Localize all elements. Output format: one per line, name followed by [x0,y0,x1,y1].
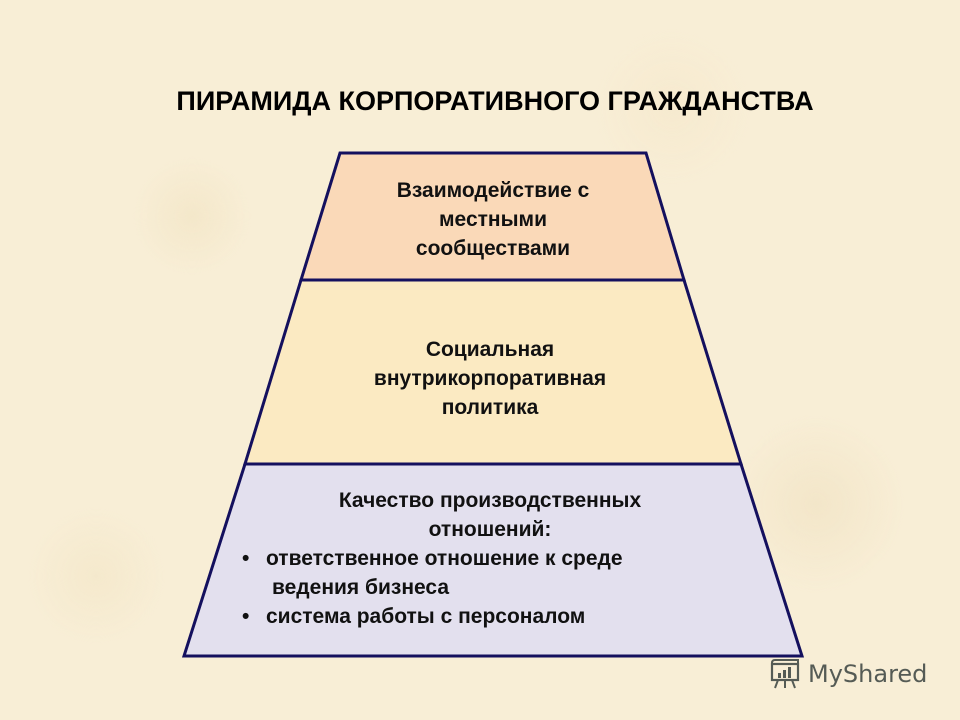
bullet-item: • система работы с персоналом [242,602,780,631]
bullet-text: система работы с персоналом [266,605,586,628]
tier-top-text: Взаимодействие с местными сообществами [340,176,646,263]
bullet-item: • ответственное отношение к среде ведени… [242,544,780,602]
tier-middle-line: Социальная [425,338,555,361]
tier-bottom-shape [181,462,805,658]
tier-middle-line: политика [441,396,539,419]
tier-top-line: Взаимодействие с [396,179,590,202]
tier-top-line: сообществами [415,237,571,260]
tier-bottom-heading: отношений: [428,518,552,541]
bullet-icon: • [242,605,250,628]
watermark-text: MyShared [808,660,928,688]
diagram-title: ПИРАМИДА КОРПОРАТИВНОГО ГРАЖДАНСТВА [176,86,814,116]
bullet-text-continued: ведения бизнеса [272,576,450,599]
tier-middle-line: внутрикорпоративная [373,367,607,390]
bullet-icon: • [242,547,250,570]
tier-bottom-bullet-list: • ответственное отношение к среде ведени… [242,544,780,631]
presentation-board-icon [770,659,800,689]
tier-bottom-heading: Качество производственных [338,489,642,512]
bullet-text: ответственное отношение к среде [266,547,623,570]
tier-top-line: местными [439,208,547,231]
tier-middle-text: Социальная внутрикорпоративная политика [280,335,700,422]
tier-bottom-text: Качество производственных отношений: • о… [200,486,780,631]
watermark[interactable]: MyShared [768,657,927,691]
